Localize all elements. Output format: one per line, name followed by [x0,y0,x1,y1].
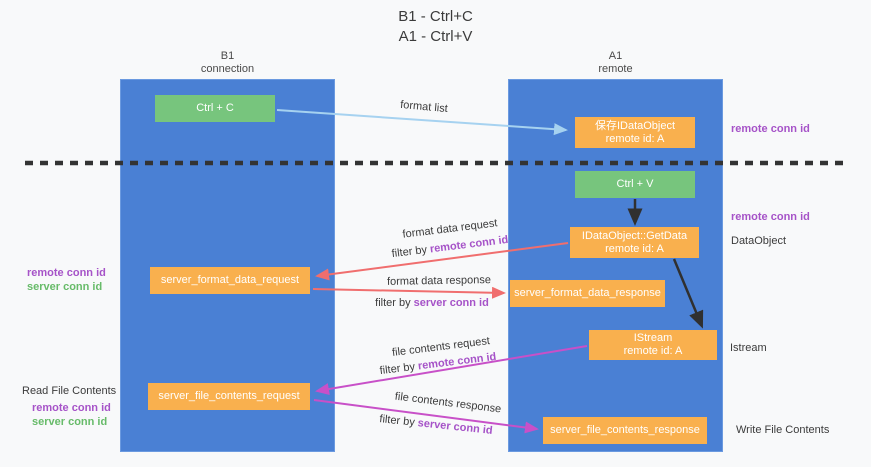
istream-box: IStream remote id: A [589,330,717,360]
left-server-conn-id: server conn id [27,281,103,293]
column-header-a1: A1 remote [508,50,723,76]
format-list-arrow [276,109,568,136]
ctrl-v-label: Ctrl + V [616,178,654,190]
server-file-contents-response-label: server_file_contents_response [550,424,700,436]
getdata-line1: IDataObject::GetData [581,229,688,242]
file-contents-response-arrow [313,399,539,434]
format-data-response-arrow [312,286,506,299]
getdata-to-istream-arrow [672,258,704,329]
format-data-request-arrow [315,242,569,281]
server-file-contents-response-box: server_file_contents_response [543,417,707,444]
save-dataobject-box: 保存IDataObject remote id: A [575,117,695,148]
column-header-b1: B1 connection [120,50,335,76]
dataobject-label: DataObject [731,235,787,247]
istream-line2: remote id: A [623,345,683,357]
server-conn-id-text: server conn id [413,297,489,309]
right-remote-conn-id-mid: remote conn id [731,211,810,223]
save-dataobject-line1: 保存IDataObject [594,119,676,132]
file-contents-request-arrow [315,345,588,395]
save-dataobject-line2: remote id: A [605,132,665,145]
title-line-1: B1 - Ctrl+C [398,8,473,25]
istream-side-label: Istream [730,342,767,354]
server-format-data-response-box: server_format_data_response [510,280,665,307]
format-data-response-label: format data response [386,274,492,288]
left-remote-conn-id: remote conn id [27,267,106,279]
column-a1-subtitle: remote [598,63,633,75]
server-file-contents-request-label: server_file_contents_request [158,390,300,402]
ctrl-v-box: Ctrl + V [575,171,695,198]
getdata-box: IDataObject::GetData remote id: A [570,227,699,258]
left-server-conn-id-2: server conn id [32,416,108,428]
read-file-contents-label: Read File Contents [22,385,117,397]
ctrl-c-box: Ctrl + C [155,95,275,122]
right-remote-conn-id-top: remote conn id [731,123,810,135]
server-file-contents-request-box: server_file_contents_request [148,383,310,410]
diagram-title: B1 - Ctrl+C A1 - Ctrl+V [0,7,871,47]
column-b1-subtitle: connection [200,63,255,75]
server-format-data-request-label: server_format_data_request [160,274,300,286]
server-format-data-request-box: server_format_data_request [150,267,310,294]
title-line-2: A1 - Ctrl+V [398,28,473,45]
column-a1-name: A1 [608,50,623,62]
filter-by-text: filter by [375,297,411,309]
getdata-line2: remote id: A [605,242,664,255]
ctrl-c-label: Ctrl + C [196,102,234,114]
server-format-data-response-label: server_format_data_response [514,287,661,299]
write-file-contents-label: Write File Contents [736,424,830,436]
column-b1-name: B1 [220,50,235,62]
left-remote-conn-id-2: remote conn id [32,402,111,414]
istream-line1: IStream [633,332,673,344]
